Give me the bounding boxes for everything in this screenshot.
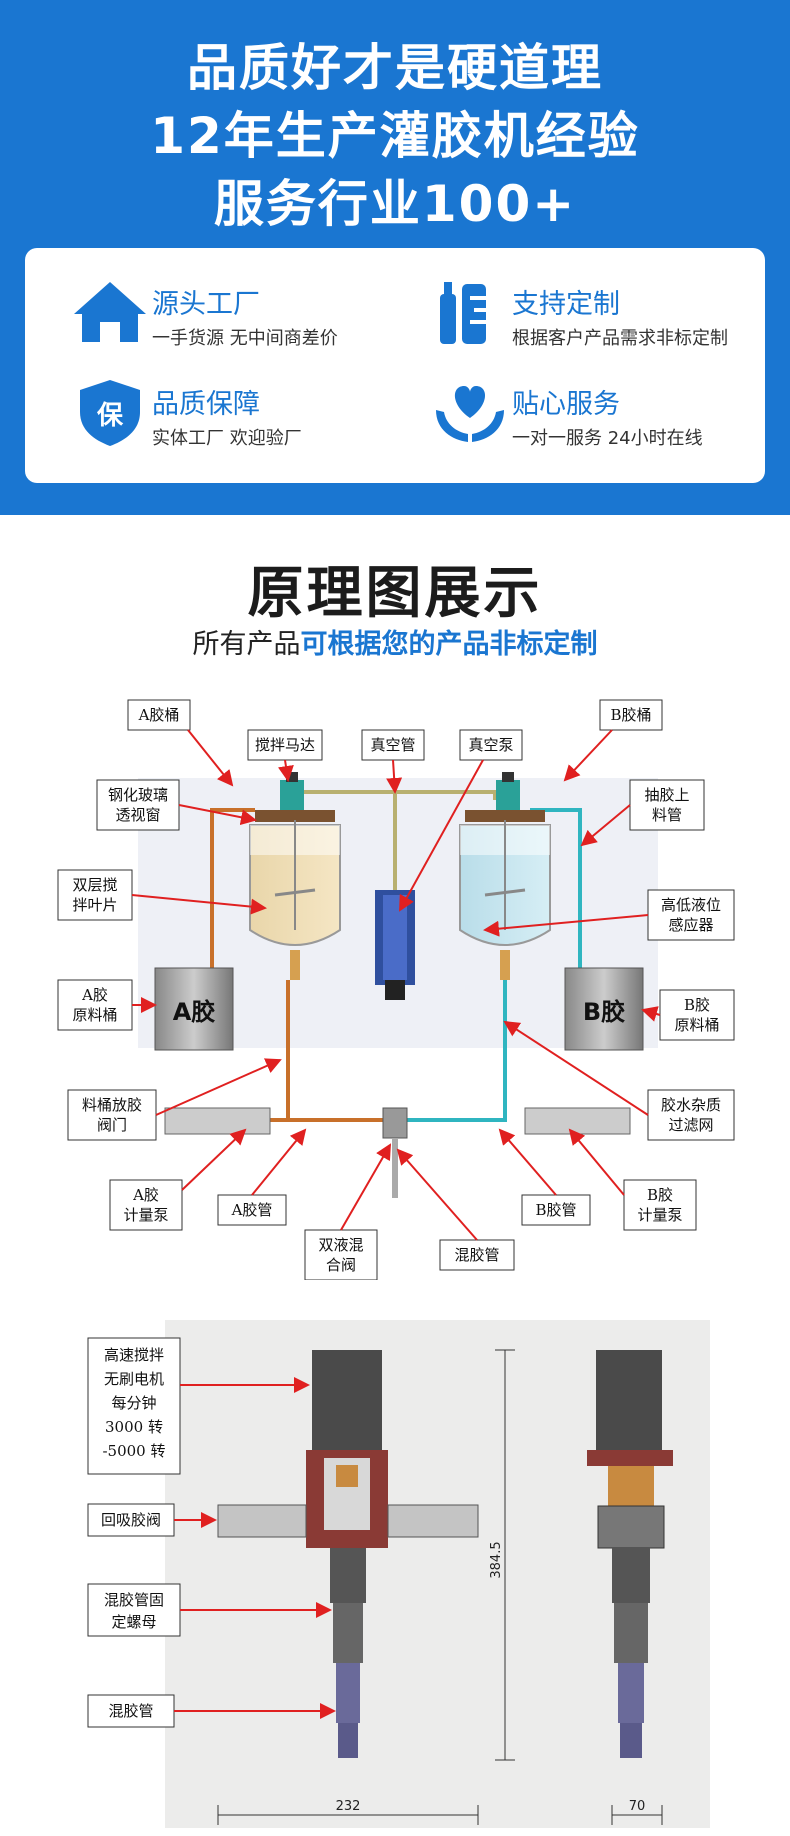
mixer-head-drawing: 384.5 232 70 高速搅拌 无刷电机 每分钟 3000 转 -5000 … [87, 1320, 710, 1828]
diagram2-arrows [174, 1377, 336, 1719]
house-icon [74, 282, 146, 342]
diagram1-arrows [131, 729, 661, 1241]
a-raw-barrel [154, 967, 234, 1051]
label-nut-1: 混胶管固 [104, 1591, 164, 1609]
tank-a [249, 772, 341, 980]
label-vacuum-pipe: 真空管 [370, 736, 415, 754]
dim-width-side: 70 [629, 1799, 646, 1814]
label-glass-window-2: 透视窗 [115, 806, 160, 824]
label-glass-window-1: 钢化玻璃 [108, 786, 168, 804]
label-suck-back: 回吸胶阀 [101, 1511, 161, 1529]
feature-desc: 实体工厂 欢迎验厂 [152, 428, 302, 449]
label-mix-valve-2: 合阀 [326, 1256, 356, 1274]
label-a-raw-2: 原料桶 [72, 1006, 117, 1024]
subtitle-highlight: 可根据您的产品非标定制 [300, 629, 598, 660]
features-card: 源头工厂 一手货源 无中间商差价 支持定制 根据客户产品需求非标定制 保 品质保… [25, 248, 765, 483]
label-valve-1: 料桶放胶 [82, 1096, 142, 1114]
tank-b-label: B胶 [583, 998, 625, 1026]
label-b-pump-2: 计量泵 [637, 1206, 682, 1224]
label-level-2: 感应器 [668, 916, 713, 934]
feature-desc: 根据客户产品需求非标定制 [512, 328, 728, 349]
feature-title: 支持定制 [512, 289, 620, 320]
dim-width-front: 232 [336, 1799, 361, 1814]
label-mix-valve-1: 双液混 [318, 1236, 363, 1254]
headline-service: 服务行业100+ [213, 175, 577, 233]
label-filter-2: 过滤网 [668, 1116, 713, 1134]
label-a-pipe: A胶管 [231, 1201, 273, 1219]
subtitle-plain: 所有产品 [192, 629, 301, 660]
label-suction-2: 料管 [652, 806, 682, 824]
section-title: 原理图展示 [247, 561, 543, 626]
label-valve-2: 阀门 [97, 1116, 127, 1134]
label-mixer-motor: 搅拌马达 [255, 736, 315, 754]
label-b-pipe: B胶管 [535, 1201, 576, 1219]
label-motor-5: -5000 转 [102, 1442, 165, 1460]
heart-hands-icon [436, 386, 504, 442]
label-filter-1: 胶水杂质 [661, 1096, 721, 1114]
top-banner: 品质好才是硬道理 12年生产灌胶机经验 服务行业100+ 源头工厂 一手货源 无… [0, 0, 790, 515]
front-view [217, 1350, 479, 1758]
b-raw-barrel [564, 967, 644, 1051]
label-mix-tube: 混胶管 [108, 1702, 153, 1720]
label-motor-4: 3000 转 [105, 1418, 163, 1436]
feature-desc: 一手货源 无中间商差价 [152, 328, 338, 349]
a-metering-pump [164, 1107, 271, 1135]
vacuum-pump-body [375, 890, 415, 1000]
headline-quality: 品质好才是硬道理 [187, 39, 603, 97]
side-view [587, 1350, 673, 1758]
label-motor-1: 高速搅拌 [104, 1346, 164, 1364]
label-b-barrel: B胶桶 [610, 706, 651, 724]
feature-desc: 一对一服务 24小时在线 [512, 428, 703, 449]
mixing-valve [382, 1107, 408, 1139]
principle-diagram: A胶 B胶 A胶桶 搅拌马达 真空管 真空泵 B胶桶 钢化玻璃 透视窗 抽胶上 … [57, 699, 735, 1280]
label-nut-2: 定螺母 [111, 1613, 156, 1631]
tools-icon [440, 282, 486, 344]
headline-experience: 12年生产灌胶机经验 [150, 107, 640, 165]
b-supply-pipe [530, 808, 582, 972]
label-motor-2: 无刷电机 [104, 1370, 164, 1388]
label-vacuum-pump: 真空泵 [468, 736, 513, 754]
label-motor-3: 每分钟 [111, 1394, 156, 1412]
tank-a-label: A胶 [173, 998, 216, 1026]
feature-title: 品质保障 [152, 389, 260, 420]
label-a-barrel: A胶桶 [138, 706, 180, 724]
dim-height: 384.5 [489, 1541, 504, 1578]
tank-b [459, 772, 551, 980]
label-suction-1: 抽胶上 [644, 786, 689, 804]
label-b-raw-2: 原料桶 [674, 1016, 719, 1034]
label-b-raw-1: B胶 [684, 996, 710, 1014]
label-a-pump-1: A胶 [132, 1186, 159, 1204]
feature-title: 贴心服务 [512, 389, 620, 420]
shield-icon: 保 [80, 380, 140, 446]
b-metering-pump [524, 1107, 631, 1135]
shield-char: 保 [96, 401, 124, 431]
label-b-pump-1: B胶 [647, 1186, 673, 1204]
section-subtitle: 所有产品可根据您的产品非标定制 [0, 622, 790, 661]
dimension-lines [217, 1349, 663, 1825]
label-a-pump-2: 计量泵 [123, 1206, 168, 1224]
label-a-raw-1: A胶 [81, 986, 108, 1004]
feature-title: 源头工厂 [152, 289, 260, 320]
label-mix-pipe: 混胶管 [454, 1246, 499, 1264]
mixing-tube [392, 1138, 398, 1198]
label-blade-1: 双层搅 [72, 876, 117, 894]
label-level-1: 高低液位 [661, 896, 721, 914]
label-blade-2: 拌叶片 [72, 896, 117, 914]
